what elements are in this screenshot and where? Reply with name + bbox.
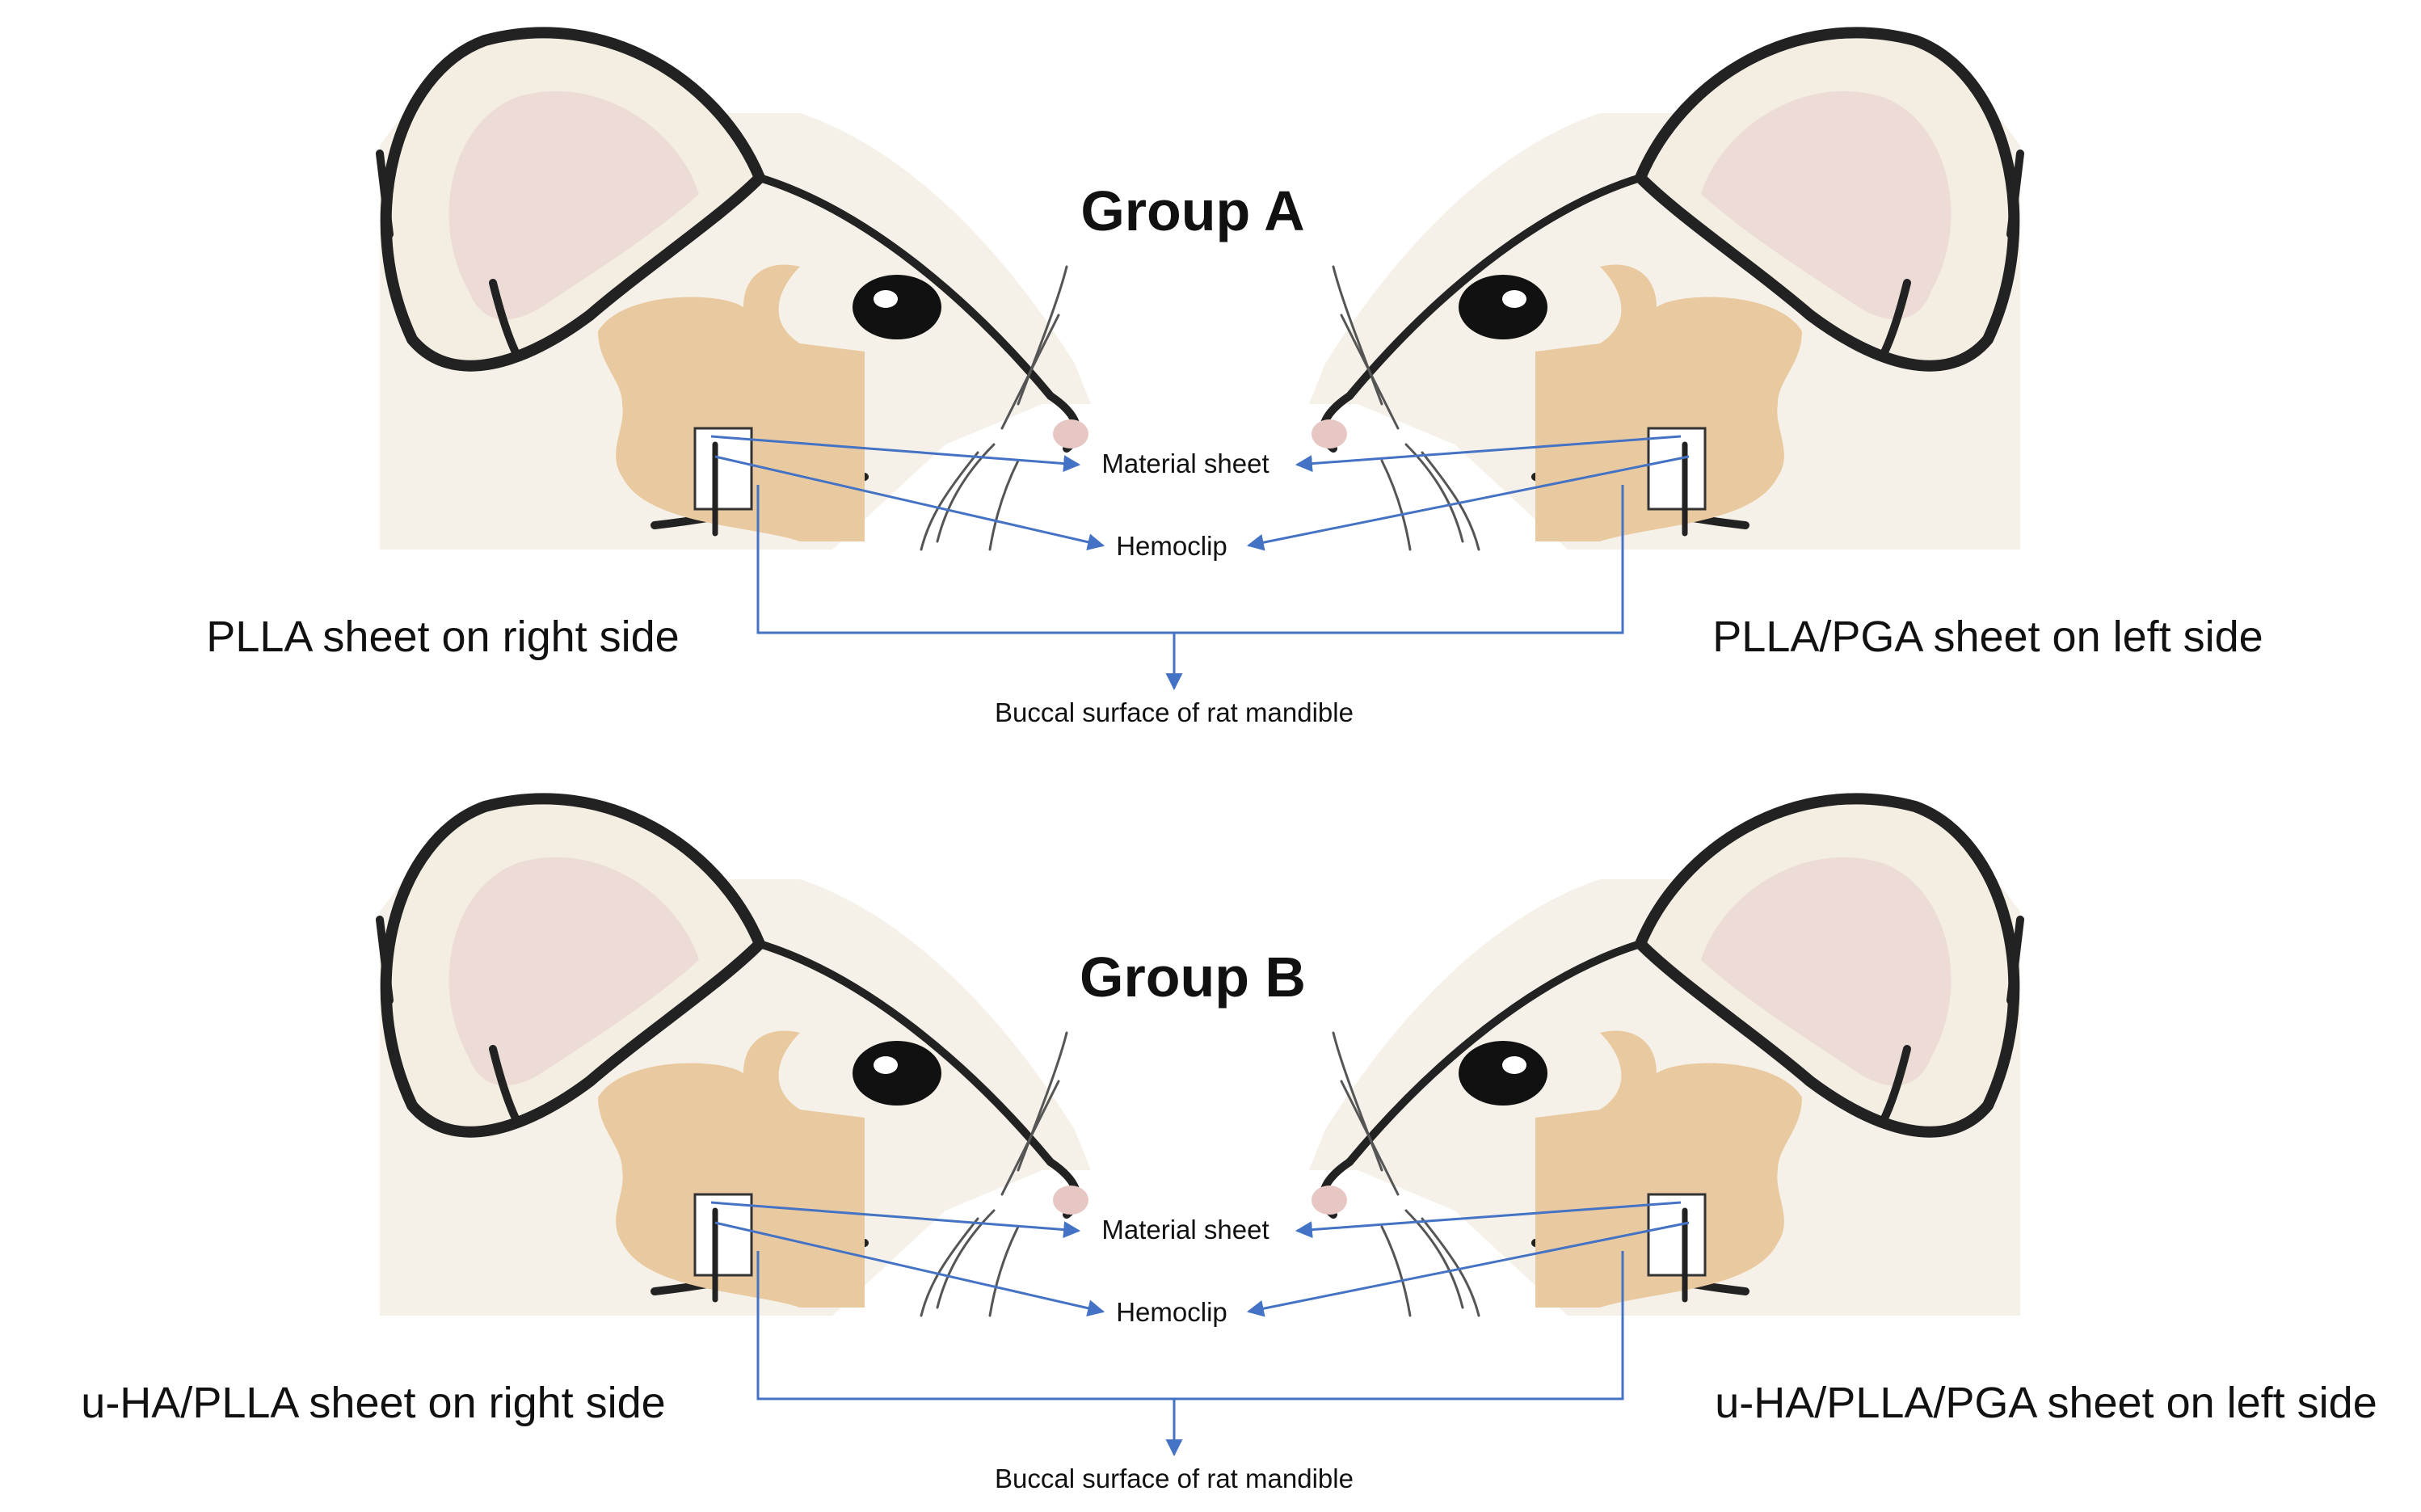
rat-head-left: [380, 798, 1091, 1316]
right-side-label: u-HA/PLLA/PGA sheet on left side: [1715, 1379, 2377, 1427]
left-side-label: PLLA sheet on right side: [206, 613, 679, 661]
rat-head-right: [1309, 32, 2020, 550]
rat-head-left: [380, 32, 1091, 550]
left-side-label: u-HA/PLLA sheet on right side: [81, 1379, 665, 1427]
hemoclip-label: Hemoclip: [1116, 1297, 1227, 1327]
buccal-surface-label: Buccal surface of rat mandible: [995, 1464, 1354, 1493]
arrow-clip-right: [1246, 455, 1690, 551]
buccal-surface-label: Buccal surface of rat mandible: [995, 697, 1354, 727]
buccal-bracket: [756, 485, 1624, 634]
rat-head-right: [1309, 798, 2020, 1316]
arrow-material-right: [1295, 1201, 1682, 1239]
buccal-bracket: [756, 1251, 1624, 1400]
material-sheet-label: Material sheet: [1101, 449, 1269, 478]
group-title: Group A: [1080, 179, 1304, 242]
arrow-material-right: [1295, 435, 1682, 473]
arrow-clip-left: [714, 1221, 1105, 1317]
material-sheet-label: Material sheet: [1101, 1215, 1269, 1245]
arrow-clip-left: [714, 455, 1105, 551]
arrow-material-left: [710, 1201, 1081, 1239]
group-a-panel: Group A Material sheet Hemoclip Buccal s…: [206, 32, 2263, 727]
hemoclip-label: Hemoclip: [1116, 531, 1227, 561]
arrow-material-left: [710, 435, 1081, 473]
arrow-clip-right: [1246, 1221, 1690, 1317]
group-b-panel: Group B Material sheet Hemoclip Buccal s…: [81, 798, 2377, 1493]
group-title: Group B: [1080, 946, 1306, 1009]
right-side-label: PLLA/PGA sheet on left side: [1712, 613, 2263, 661]
